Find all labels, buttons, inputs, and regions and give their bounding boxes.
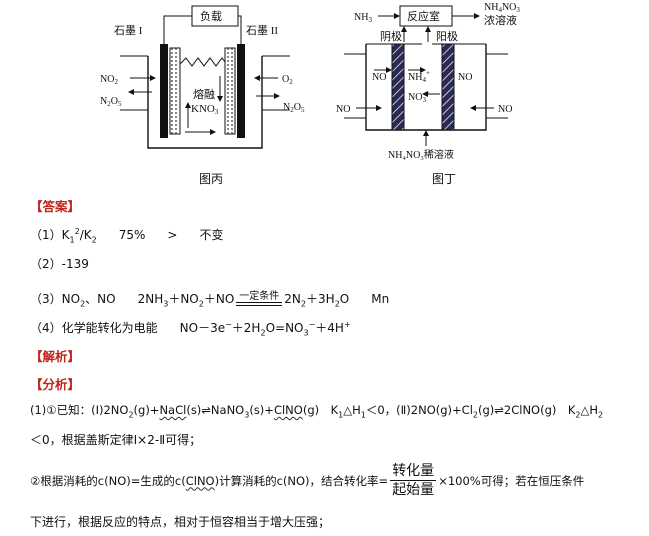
conversion-fraction: 转化量起始量 — [390, 463, 437, 498]
no3-ion-label: NO3− — [408, 89, 430, 104]
analysis-p2: ＜0，根据盖斯定律Ⅰ×2-Ⅱ可得； — [30, 433, 202, 447]
reactor-label: 反应室 — [407, 9, 440, 23]
analysis-p1: (1)①已知：(Ⅰ)2NO2(g)+NaCl(s)⇌NaNO3(s)+ClNO(… — [30, 403, 604, 420]
no-feed-right-label: NO — [498, 104, 512, 115]
n2o5-right-label: N2O5 — [283, 102, 305, 114]
figure-ding-diagram: NH3 反应室 NH4NO3 浓溶液 阴极 阳极 NO NH4+ NO3− NO… — [336, 2, 520, 161]
dilute-solution-label: NH₄NO₃稀溶液 — [388, 148, 454, 161]
graphite-ii-label: 石墨 II — [246, 24, 278, 37]
load-label: 负载 — [200, 9, 222, 23]
no-inner-right-label: NO — [458, 72, 472, 83]
figure-bing-diagram: 负载 石墨 I 石墨 II NO2 N2O5 O2 N2O5 熔融 KNO3 图… — [100, 5, 305, 149]
answer-q2: （2）-139 — [30, 257, 89, 271]
no2-feed-label: NO2 — [100, 74, 118, 86]
analysis-p4: 下进行，根据反应的特点，相对于恒容相当于增大压强； — [30, 515, 331, 529]
breakdown-heading: 【分析】 — [30, 377, 81, 392]
answer-heading: 【答案】 — [30, 199, 81, 214]
analysis-p3: ②根据消耗的c(NO)=生成的c(ClNO)计算消耗的c(NO)，结合转化率= … — [30, 463, 585, 498]
o2-feed-label: O2 — [282, 74, 293, 86]
melt-label-2: KNO3 — [191, 103, 219, 116]
nh4-ion-label: NH4+ — [408, 69, 430, 84]
reaction-condition: 一定条件 — [236, 287, 283, 306]
nh3-label: NH3 — [354, 12, 372, 24]
figure-bing-caption-text: 图丙 — [199, 172, 224, 186]
no-feed-left-label: NO — [336, 104, 350, 115]
concentrated-solution-label: 浓溶液 — [484, 13, 517, 27]
anode-label: 阳极 — [436, 29, 458, 43]
product-label: NH4NO3 — [484, 2, 520, 14]
melt-label-1: 熔融 — [193, 87, 215, 101]
graphite-i-label: 石墨 I — [114, 24, 143, 37]
analysis-heading: 【解析】 — [30, 349, 81, 364]
figure-ding-caption: 图丁 — [432, 172, 457, 186]
cathode-label: 阴极 — [380, 29, 402, 43]
no-inner-label: NO — [372, 72, 386, 83]
n2o5-left-label: N2O5 — [100, 96, 122, 108]
